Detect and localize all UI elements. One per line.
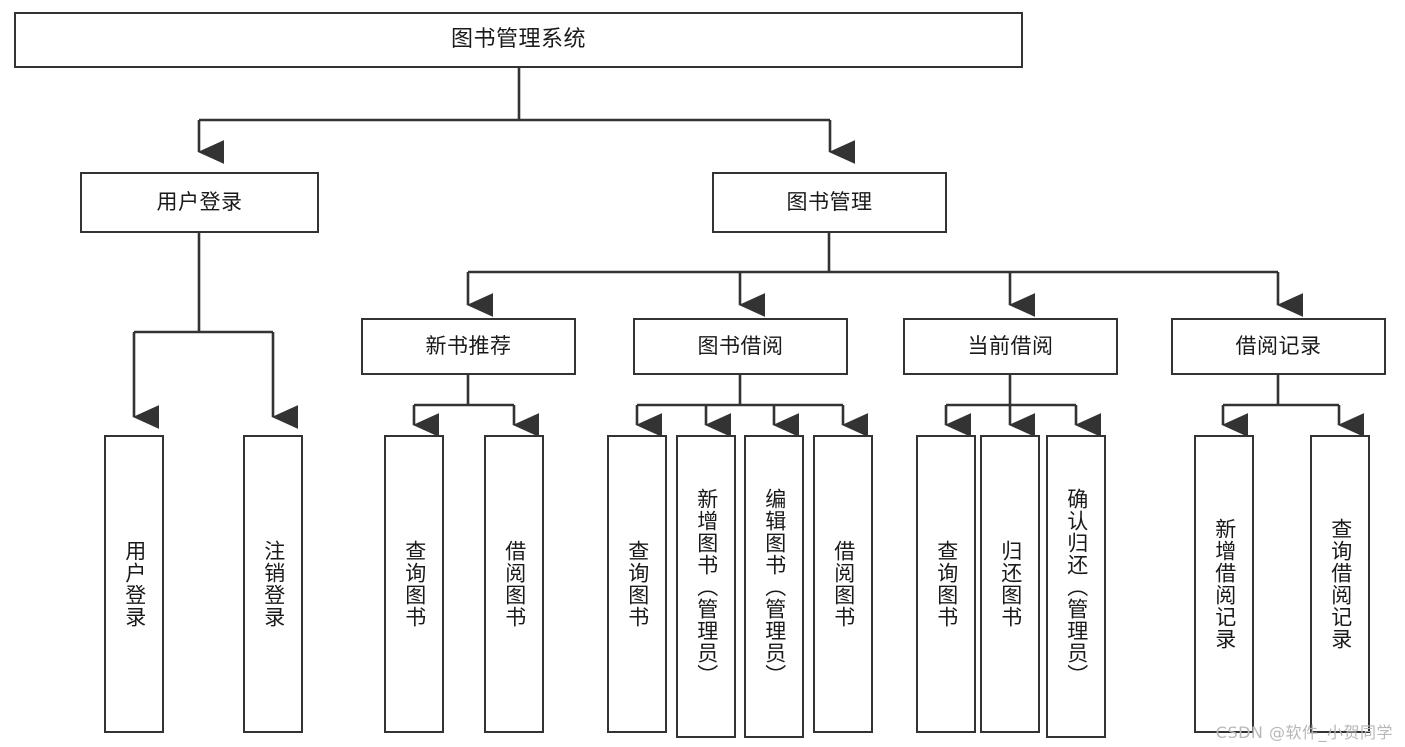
node-label: 图书管理系统 xyxy=(450,27,586,53)
node-root-system[interactable]: 图书管理系统 xyxy=(14,12,1023,68)
leaf-add-book-admin[interactable]: 新增图书（管理员） xyxy=(676,435,736,738)
leaf-logout[interactable]: 注销登录 xyxy=(243,435,303,733)
leaf-borrow-book-recommend[interactable]: 借阅图书 xyxy=(484,435,544,733)
node-new-book-recommend[interactable]: 新书推荐 xyxy=(361,318,576,375)
node-label: 编辑图书（管理员） xyxy=(762,487,787,686)
node-label: 查询图书 xyxy=(625,540,650,628)
node-label: 查询图书 xyxy=(402,540,427,628)
node-label: 借阅图书 xyxy=(502,540,527,628)
node-label: 图书管理 xyxy=(786,190,873,215)
leaf-confirm-return-admin[interactable]: 确认归还（管理员） xyxy=(1046,435,1106,738)
node-book-management[interactable]: 图书管理 xyxy=(712,172,947,233)
node-label: 借阅记录 xyxy=(1235,334,1322,359)
node-label: 图书借阅 xyxy=(697,334,784,359)
node-label: 新增借阅记录 xyxy=(1212,518,1237,650)
leaf-query-borrow-record[interactable]: 查询借阅记录 xyxy=(1310,435,1370,733)
leaf-return-book[interactable]: 归还图书 xyxy=(980,435,1040,733)
node-label: 用户登录 xyxy=(122,540,147,628)
leaf-query-book-recommend[interactable]: 查询图书 xyxy=(384,435,444,733)
node-label: 新增图书（管理员） xyxy=(694,487,719,686)
node-current-borrow[interactable]: 当前借阅 xyxy=(903,318,1118,375)
leaf-edit-book-admin[interactable]: 编辑图书（管理员） xyxy=(744,435,804,738)
node-label: 查询图书 xyxy=(934,540,959,628)
leaf-user-login[interactable]: 用户登录 xyxy=(104,435,164,733)
node-label: 查询借阅记录 xyxy=(1328,518,1353,650)
node-label: 新书推荐 xyxy=(425,334,512,359)
leaf-add-borrow-record[interactable]: 新增借阅记录 xyxy=(1194,435,1254,733)
node-label: 注销登录 xyxy=(261,540,286,628)
node-borrow-record[interactable]: 借阅记录 xyxy=(1171,318,1386,375)
node-label: 用户登录 xyxy=(156,190,243,215)
node-label: 借阅图书 xyxy=(831,540,856,628)
leaf-query-book-borrow[interactable]: 查询图书 xyxy=(607,435,667,733)
node-book-borrow[interactable]: 图书借阅 xyxy=(633,318,848,375)
leaf-borrow-book[interactable]: 借阅图书 xyxy=(813,435,873,733)
node-label: 归还图书 xyxy=(998,540,1023,628)
node-label: 确认归还（管理员） xyxy=(1064,487,1089,686)
node-user-login[interactable]: 用户登录 xyxy=(80,172,319,233)
leaf-query-book-current[interactable]: 查询图书 xyxy=(916,435,976,733)
node-label: 当前借阅 xyxy=(967,334,1054,359)
